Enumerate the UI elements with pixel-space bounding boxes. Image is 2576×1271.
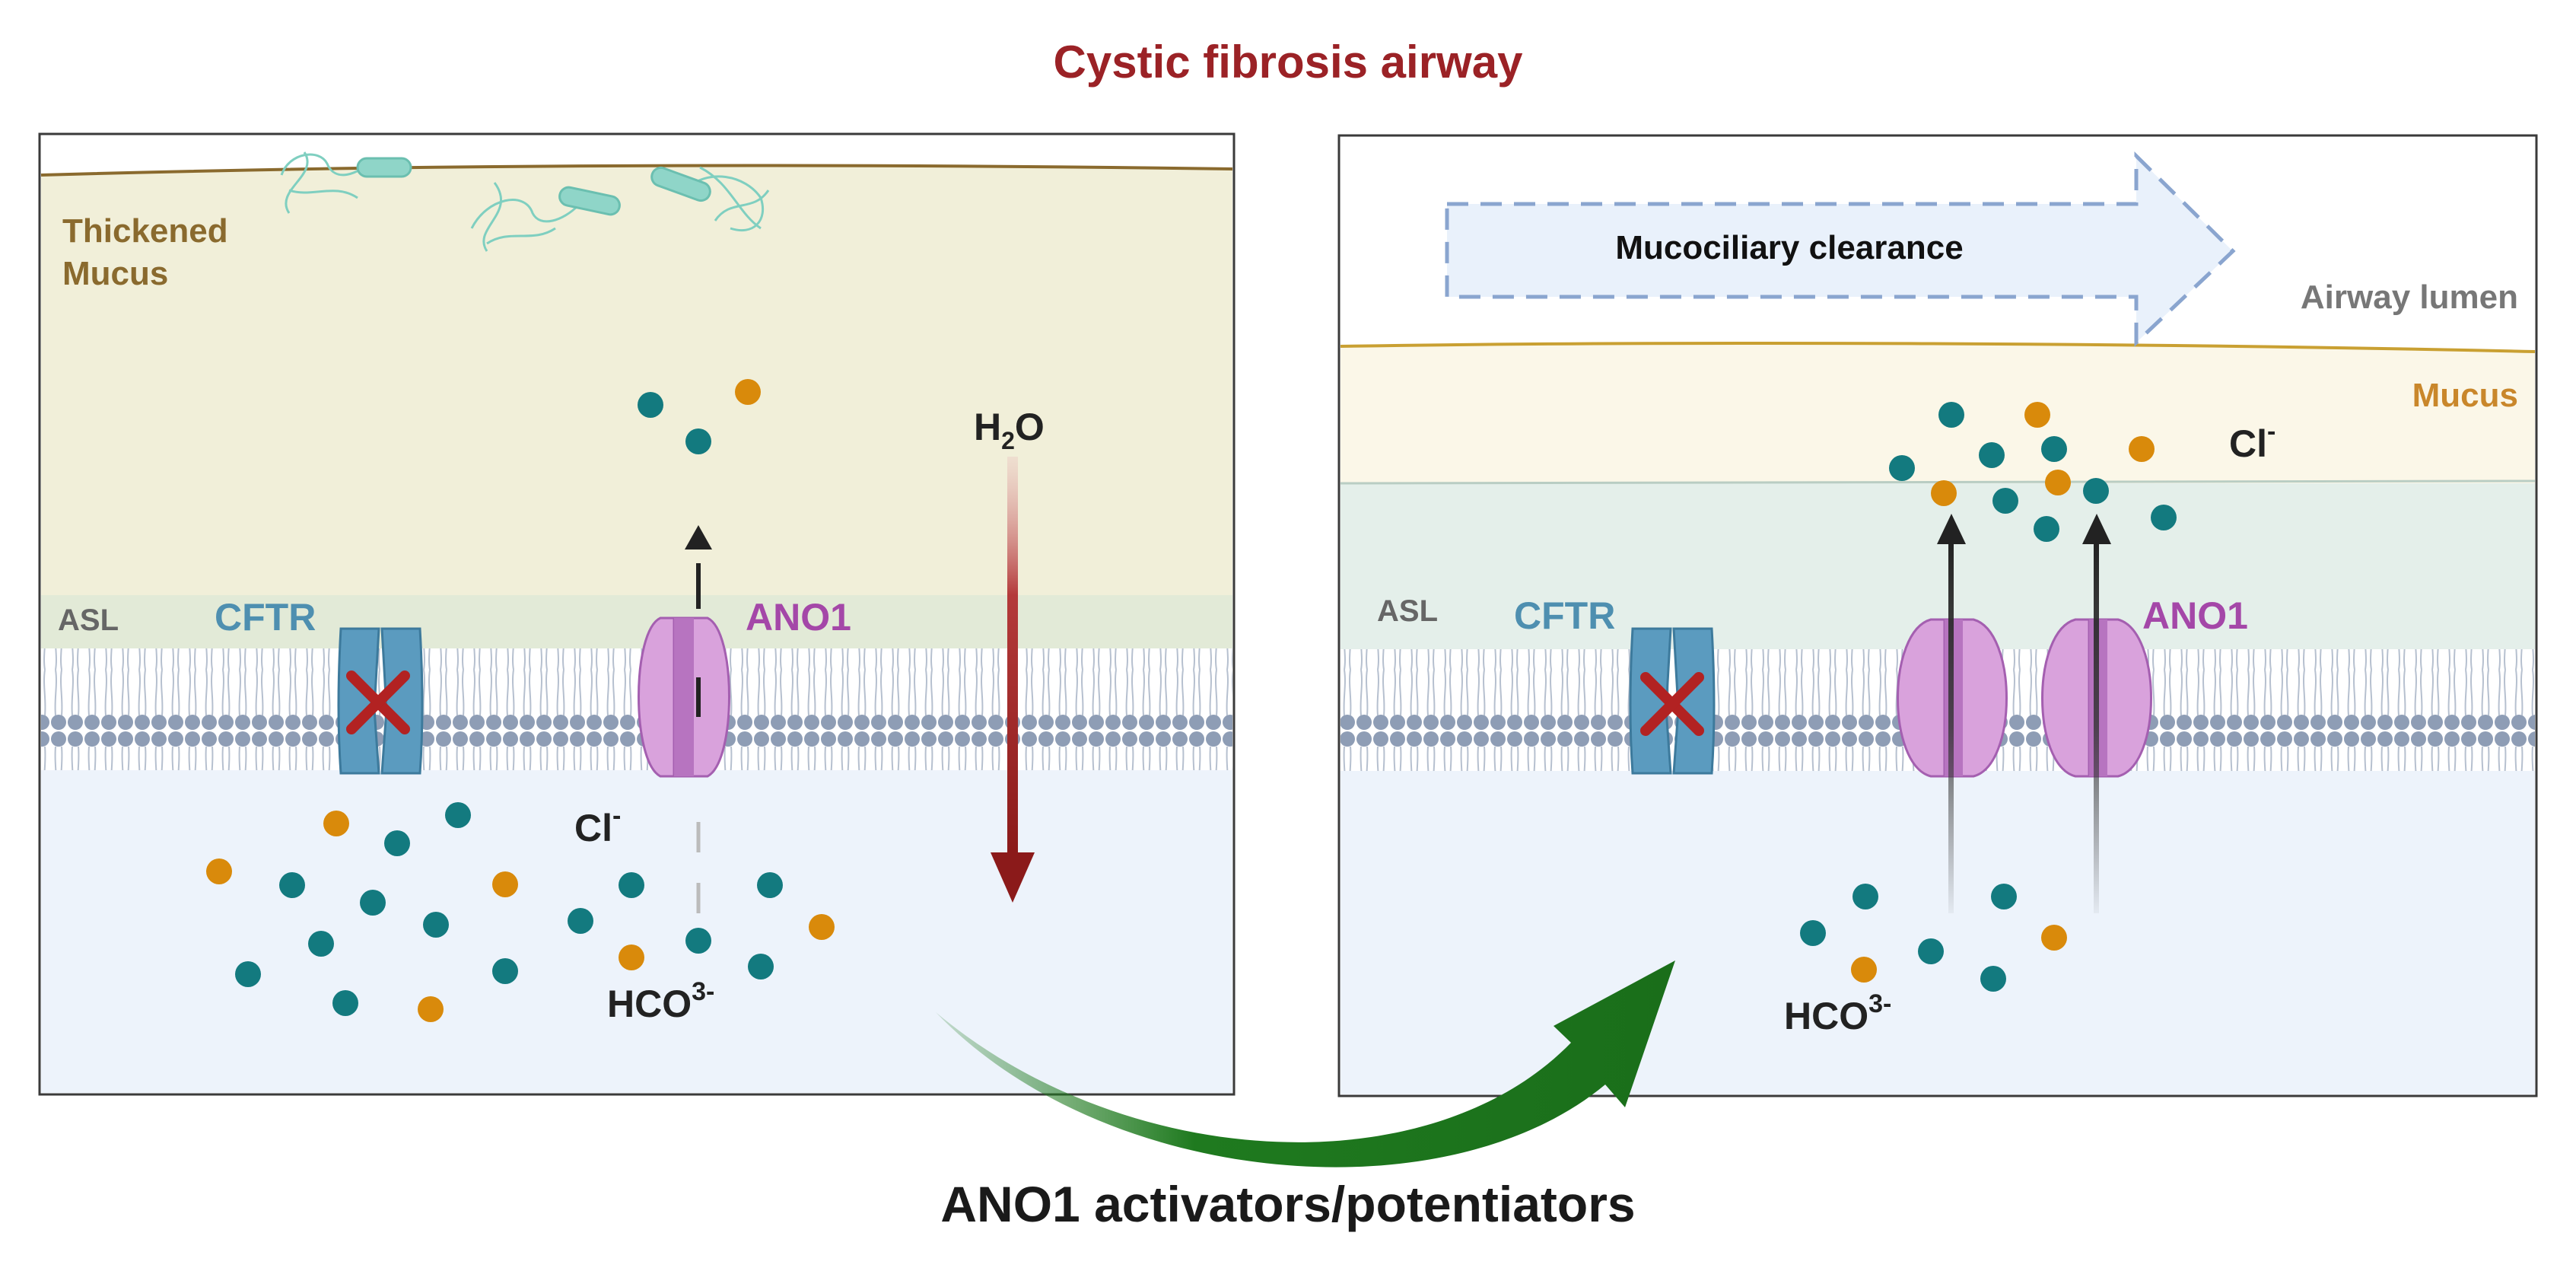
bicarbonate-ion xyxy=(735,379,761,405)
water-efflux-arrow xyxy=(991,457,1035,903)
bicarbonate-ion xyxy=(418,996,444,1022)
bicarbonate-ion xyxy=(323,811,349,836)
left-bicarbonate-label-sup: 3- xyxy=(692,977,714,1006)
right-panel: Mucociliary clearance Airway lumen Mucus… xyxy=(1337,134,2538,1097)
clearance-label: Mucociliary clearance xyxy=(1615,229,1963,266)
chloride-ion xyxy=(619,872,644,898)
bacteria-icon xyxy=(650,166,770,232)
chloride-ion xyxy=(1889,455,1915,481)
chloride-ion xyxy=(360,890,386,916)
left-panel: Thickened Mucus ASL CFTR ANO1 xyxy=(38,132,1236,1096)
water-label-sub: 2 xyxy=(1001,427,1015,454)
left-cytoplasm xyxy=(41,770,1232,1093)
left-ano1-flow-arrow xyxy=(685,525,712,921)
bicarbonate-ion xyxy=(2045,470,2071,495)
chloride-ion xyxy=(492,958,518,984)
bicarbonate-ion xyxy=(1931,480,1957,506)
chloride-ion xyxy=(1938,402,1964,428)
chloride-ion xyxy=(1918,938,1944,964)
left-chloride-label-base: Cl xyxy=(574,807,612,849)
right-mucus-label: Mucus xyxy=(2412,377,2518,414)
figure-title: Cystic fibrosis airway xyxy=(1054,37,1524,88)
chloride-ion xyxy=(308,931,334,957)
chloride-ion xyxy=(2151,505,2177,530)
left-ions xyxy=(206,379,835,1022)
left-bicarbonate-label: HCO3- xyxy=(607,977,714,1025)
chloride-ion xyxy=(1800,920,1826,946)
chloride-ion xyxy=(748,954,774,980)
bicarbonate-ion xyxy=(2024,402,2050,428)
airway-lumen-label: Airway lumen xyxy=(2301,279,2518,316)
chloride-ion xyxy=(757,872,783,898)
chloride-ion xyxy=(1852,884,1878,909)
left-mucus-surface-line xyxy=(40,164,1233,177)
bicarbonate-ion xyxy=(2129,436,2155,462)
chloride-ion xyxy=(568,908,593,934)
left-asl-layer xyxy=(41,595,1232,648)
chloride-ion xyxy=(2034,516,2059,542)
left-chloride-label: Cl- xyxy=(574,801,621,849)
chloride-ion xyxy=(685,928,711,954)
mucociliary-clearance-arrow xyxy=(1445,151,2236,347)
chloride-ion xyxy=(2041,436,2067,462)
left-cftr-channel-icon xyxy=(337,627,424,775)
left-bicarbonate-label-base: HCO xyxy=(607,983,692,1025)
chloride-ion xyxy=(1979,442,2005,468)
left-membrane-bilayer xyxy=(41,648,1232,770)
chloride-ion xyxy=(685,428,711,454)
right-bicarbonate-label: HCO3- xyxy=(1784,989,1891,1037)
chloride-ion xyxy=(384,830,410,856)
chloride-ion xyxy=(638,392,663,418)
bicarbonate-ion xyxy=(206,858,232,884)
right-cftr-label: CFTR xyxy=(1514,594,1615,637)
chloride-ion xyxy=(1992,488,2018,514)
bicarbonate-ion xyxy=(809,914,835,940)
bicarbonate-ion xyxy=(1851,957,1877,983)
left-ano1-channel-icon xyxy=(638,616,730,778)
right-ion-flow-arrows xyxy=(1937,514,2111,913)
right-cytoplasm xyxy=(1340,771,2535,1094)
left-asl-label: ASL xyxy=(58,604,119,637)
right-chloride-label-base: Cl xyxy=(2229,422,2267,465)
bicarbonate-ion xyxy=(492,871,518,897)
chloride-ion xyxy=(332,990,358,1016)
left-mucus-label-line2: Mucus xyxy=(62,255,168,292)
water-label-base: H xyxy=(974,406,1001,448)
right-chloride-label-sup: - xyxy=(2267,417,2275,446)
left-ano1-label: ANO1 xyxy=(746,596,851,639)
chloride-ion xyxy=(279,872,305,898)
right-ano1-label: ANO1 xyxy=(2142,594,2248,637)
chloride-ion xyxy=(445,802,471,828)
chloride-ion xyxy=(2083,478,2109,504)
right-bicarbonate-label-sup: 3- xyxy=(1868,989,1891,1018)
chloride-ion xyxy=(235,961,261,987)
bicarbonate-ion xyxy=(619,944,644,970)
chloride-ion xyxy=(423,912,449,938)
x-mark-icon xyxy=(1640,672,1704,736)
treatment-caption: ANO1 activators/potentiators xyxy=(940,1176,1635,1232)
water-label: H2O xyxy=(974,406,1045,454)
right-asl-label: ASL xyxy=(1377,594,1438,628)
left-cftr-label: CFTR xyxy=(215,596,316,639)
left-thickened-mucus-layer xyxy=(41,165,1232,596)
left-chloride-label-sup: - xyxy=(612,801,621,830)
bacteria-icon xyxy=(280,151,412,214)
chloride-ion xyxy=(1991,884,2017,909)
bacteria-icon xyxy=(470,182,621,252)
water-label-end: O xyxy=(1015,406,1045,448)
right-mucus-surface-line xyxy=(1340,341,2536,353)
right-mucus-layer xyxy=(1340,342,2535,483)
bicarbonate-ion xyxy=(2041,925,2067,951)
left-mucus-label-line1: Thickened xyxy=(62,212,228,250)
treatment-transition-arrow xyxy=(936,960,1675,1167)
right-ions xyxy=(1800,402,2177,992)
chloride-ion xyxy=(1980,966,2006,992)
right-chloride-label: Cl- xyxy=(2229,417,2275,465)
right-bicarbonate-label-base: HCO xyxy=(1784,995,1868,1037)
x-mark-icon xyxy=(346,671,410,734)
right-cftr-channel-icon xyxy=(1629,627,1716,775)
